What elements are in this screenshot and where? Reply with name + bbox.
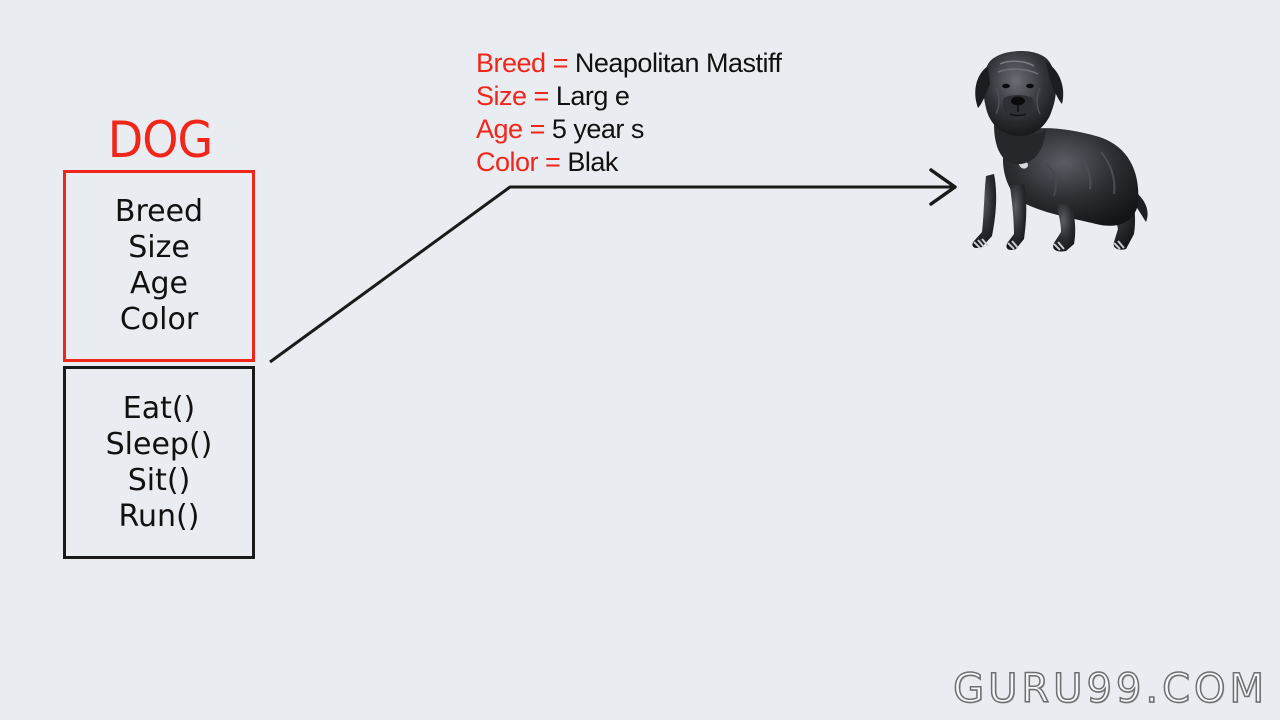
arrowhead (929, 168, 957, 206)
connector-line (269, 185, 953, 364)
instance-value-row: Color = Blak (476, 146, 782, 179)
method-item: Run() (118, 498, 200, 534)
attribute-item: Size (128, 230, 190, 265)
dog-picture (972, 50, 1148, 252)
attribute-item: Color (119, 302, 199, 337)
instance-attribute-name: Size (476, 81, 527, 111)
equals-sign: = (552, 48, 569, 78)
instance-attribute-name: Age (476, 114, 523, 144)
attribute-item: Breed (114, 194, 204, 229)
equals-sign: = (545, 147, 561, 177)
instance-value-row: Breed = Neapolitan Mastiff (476, 47, 782, 80)
watermark-logo: GURU99.COM (952, 665, 1268, 713)
instance-attribute-value: Neapolitan Mastiff (574, 48, 782, 78)
instance-value-row: Size = Larg e (476, 80, 782, 113)
instance-attribute-name: Breed (476, 48, 546, 78)
instance-attribute-value: Blak (567, 147, 618, 177)
method-item: Sleep() (105, 426, 213, 462)
instance-attribute-value: Larg e (555, 81, 630, 111)
method-item: Sit() (127, 462, 191, 498)
method-item: Eat() (122, 390, 196, 426)
instance-value-row: Age = 5 year s (476, 113, 782, 146)
attributes-box: Breed Size Age Color (63, 170, 255, 362)
instance-attribute-name: Color (476, 147, 539, 177)
attribute-item: Age (129, 266, 189, 301)
instance-attribute-value: 5 year s (551, 114, 645, 144)
equals-sign: = (529, 114, 546, 144)
methods-box: Eat() Sleep() Sit() Run() (63, 366, 255, 559)
instance-values: Breed = Neapolitan Mastiff Size = Larg e… (476, 47, 782, 179)
class-title: DOG (107, 111, 213, 169)
equals-sign: = (533, 81, 550, 111)
